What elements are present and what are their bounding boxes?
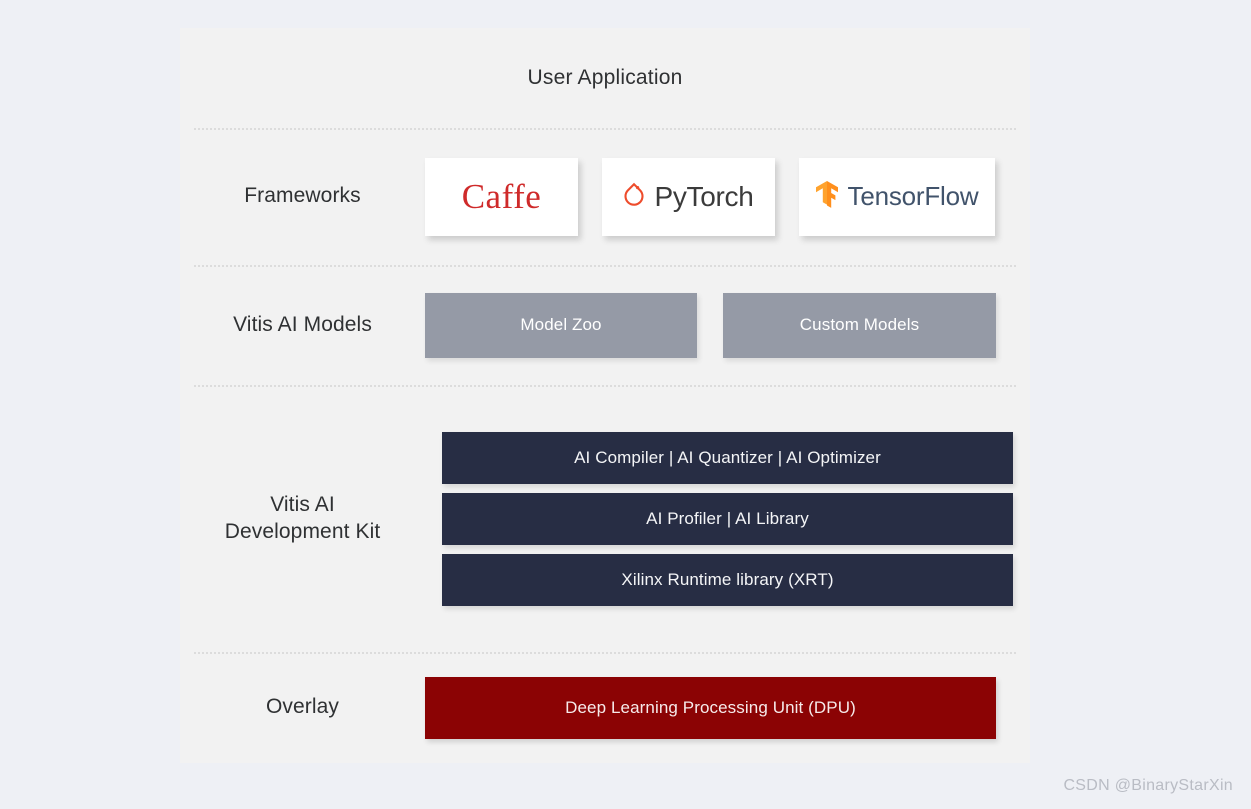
title-row: User Application [180, 28, 1030, 128]
divider-2 [194, 265, 1016, 267]
model-box-custom-models[interactable]: Custom Models [723, 292, 996, 358]
row-label-line-2: Development Kit [224, 519, 381, 543]
pytorch-flame-icon [623, 181, 645, 212]
overlay-box-dpu[interactable]: Deep Learning Processing Unit (DPU) [425, 676, 996, 739]
divider-3 [194, 385, 1016, 387]
tensorflow-wordmark: TensorFlow [847, 181, 979, 211]
frameworks-card-list: Caffe PyTorch [425, 157, 1030, 236]
pytorch-wordmark: PyTorch [654, 180, 754, 212]
caffe-logo-icon: Caffe [461, 176, 542, 216]
frameworks-row: Frameworks Caffe PyTorch [180, 128, 1030, 265]
row-label-overlay: Overlay [265, 695, 340, 719]
framework-card-tensorflow[interactable]: TensorFlow [799, 157, 995, 236]
row-label-line-1: Vitis AI [270, 492, 335, 516]
framework-card-caffe[interactable]: Caffe [425, 157, 578, 236]
devkit-box-list: AI Compiler | AI Quantizer | AI Optimize… [425, 431, 1030, 606]
overlay-box-list: Deep Learning Processing Unit (DPU) [425, 676, 1030, 739]
divider-1 [194, 128, 1016, 130]
vitis-ai-stack-panel: User Application Frameworks Caffe PyTorc… [180, 28, 1030, 763]
overlay-row: Overlay Deep Learning Processing Unit (D… [180, 652, 1030, 763]
row-label-vitis-ai-development-kit: Vitis AI Development Kit [180, 492, 425, 546]
model-box-list: Model Zoo Custom Models [425, 292, 1030, 358]
divider-4 [194, 652, 1016, 654]
devkit-box-compiler-quantizer-optimizer[interactable]: AI Compiler | AI Quantizer | AI Optimize… [442, 431, 1013, 484]
row-label-frameworks: Frameworks [244, 184, 361, 208]
tensorflow-logo-icon [815, 180, 839, 213]
watermark: CSDN @BinaryStarXin [1063, 777, 1233, 794]
row-label-vitis-ai-models: Vitis AI Models [233, 312, 372, 336]
devkit-box-profiler-library[interactable]: AI Profiler | AI Library [442, 492, 1013, 545]
page-title: User Application [527, 66, 683, 89]
framework-card-pytorch[interactable]: PyTorch [602, 157, 775, 236]
model-box-model-zoo[interactable]: Model Zoo [425, 292, 697, 358]
vitis-ai-models-row: Vitis AI Models Model Zoo Custom Models [180, 265, 1030, 385]
vitis-ai-development-kit-row: Vitis AI Development Kit AI Compiler | A… [180, 385, 1030, 652]
devkit-box-xilinx-runtime-library[interactable]: Xilinx Runtime library (XRT) [442, 553, 1013, 606]
